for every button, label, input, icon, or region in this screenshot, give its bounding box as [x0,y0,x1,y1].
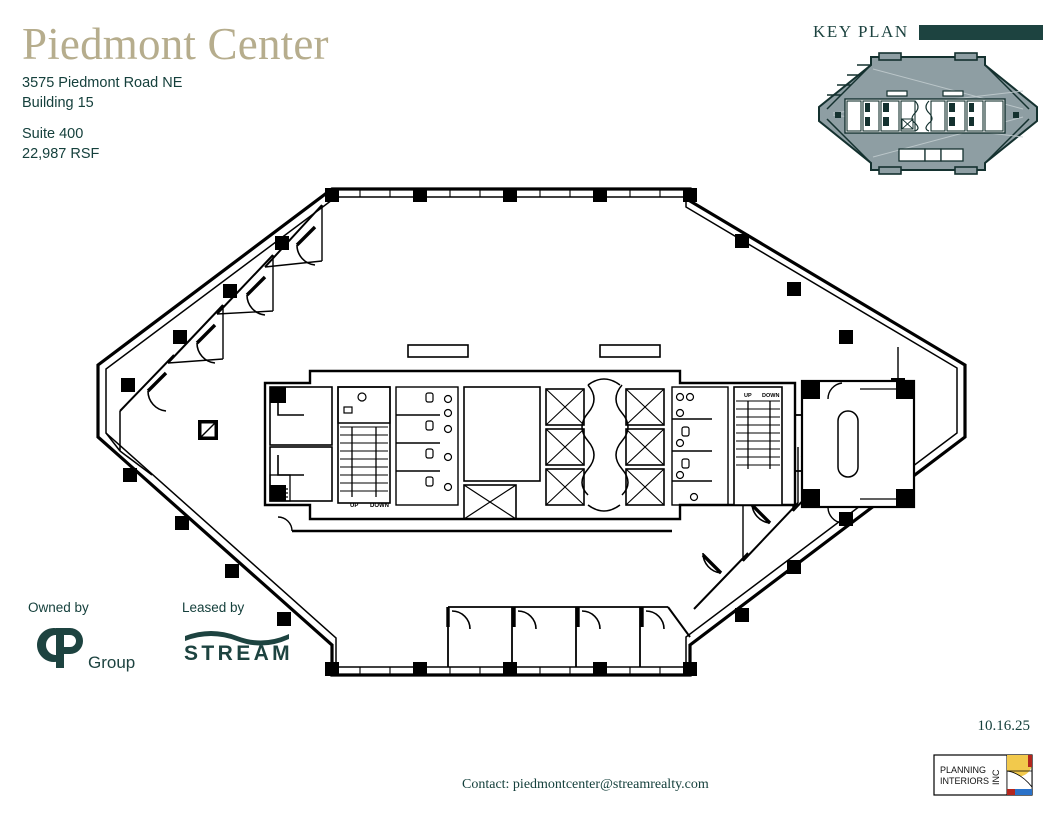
stream-wave-icon [185,631,289,646]
conference-table [837,410,859,478]
core-column [270,387,286,403]
suite-number: Suite 400 [22,126,84,142]
floor-plan-drawing: UP DOWN [96,187,967,677]
stair-east-label-up: UP [744,393,752,399]
revision-date: 10.16.25 [977,718,1031,734]
architect-mondrian-mark [1006,754,1033,796]
door-leaves-south-central [446,607,644,627]
architect-name-line3: INC [991,769,1001,785]
key-plan-thumbnail [818,52,1038,175]
stream-logo: STREAM [184,631,292,665]
address-line-2: Building 15 [22,94,94,111]
leased-by-label: Leased by [182,600,245,615]
architect-name-line1: PLANNING [940,765,986,775]
restrooms-east [671,386,729,506]
key-plan-title: KEY PLAN [813,22,909,41]
stair-west: UP DOWN [337,386,391,509]
stair-label-up: UP [350,503,358,509]
broker-block: Leased by STREAM [182,600,292,666]
owner-block: Owned by Group [28,600,136,672]
address-line-1: 3575 Piedmont Road NE [22,75,183,91]
office-doors-south-central [451,610,665,630]
offices-northwest [119,204,323,412]
contact-info[interactable]: Contact: piedmontcenter@streamrealty.com [462,777,709,792]
core-room-west [463,386,541,520]
architect-name-line2: INTERIORS [940,776,989,786]
building-core: UP DOWN [263,344,797,533]
restrooms-west [395,386,459,506]
conference-room-east [800,379,916,524]
core-connector-walls [795,414,802,472]
planning-interiors-logo: PLANNING INTERIORS INC [933,754,1033,796]
document-header: Piedmont Center 3575 Piedmont Road NE Bu… [22,18,329,164]
cp-group-logo: Group [37,628,135,672]
office-doors-northwest [147,244,316,412]
stair-east-label-down: DOWN [762,393,779,399]
stream-wordmark: STREAM [184,642,292,665]
suite-area: 22,987 RSF [22,145,100,162]
page-title: Piedmont Center [22,19,329,69]
owned-by-label: Owned by [28,600,89,615]
stair-label-down: DOWN [370,503,389,509]
key-plan: KEY PLAN [813,22,1043,181]
door-leaves-northwest [146,225,317,393]
elevator-bank [545,378,665,512]
cp-group-wordmark: Group [88,653,135,672]
office-west-point [105,411,153,476]
key-plan-header: KEY PLAN [813,22,1043,42]
key-plan-accent-bar [918,24,1043,40]
offices-south-central [447,606,691,667]
document-footer [0,695,1055,815]
stair-east: UP DOWN [733,386,783,506]
